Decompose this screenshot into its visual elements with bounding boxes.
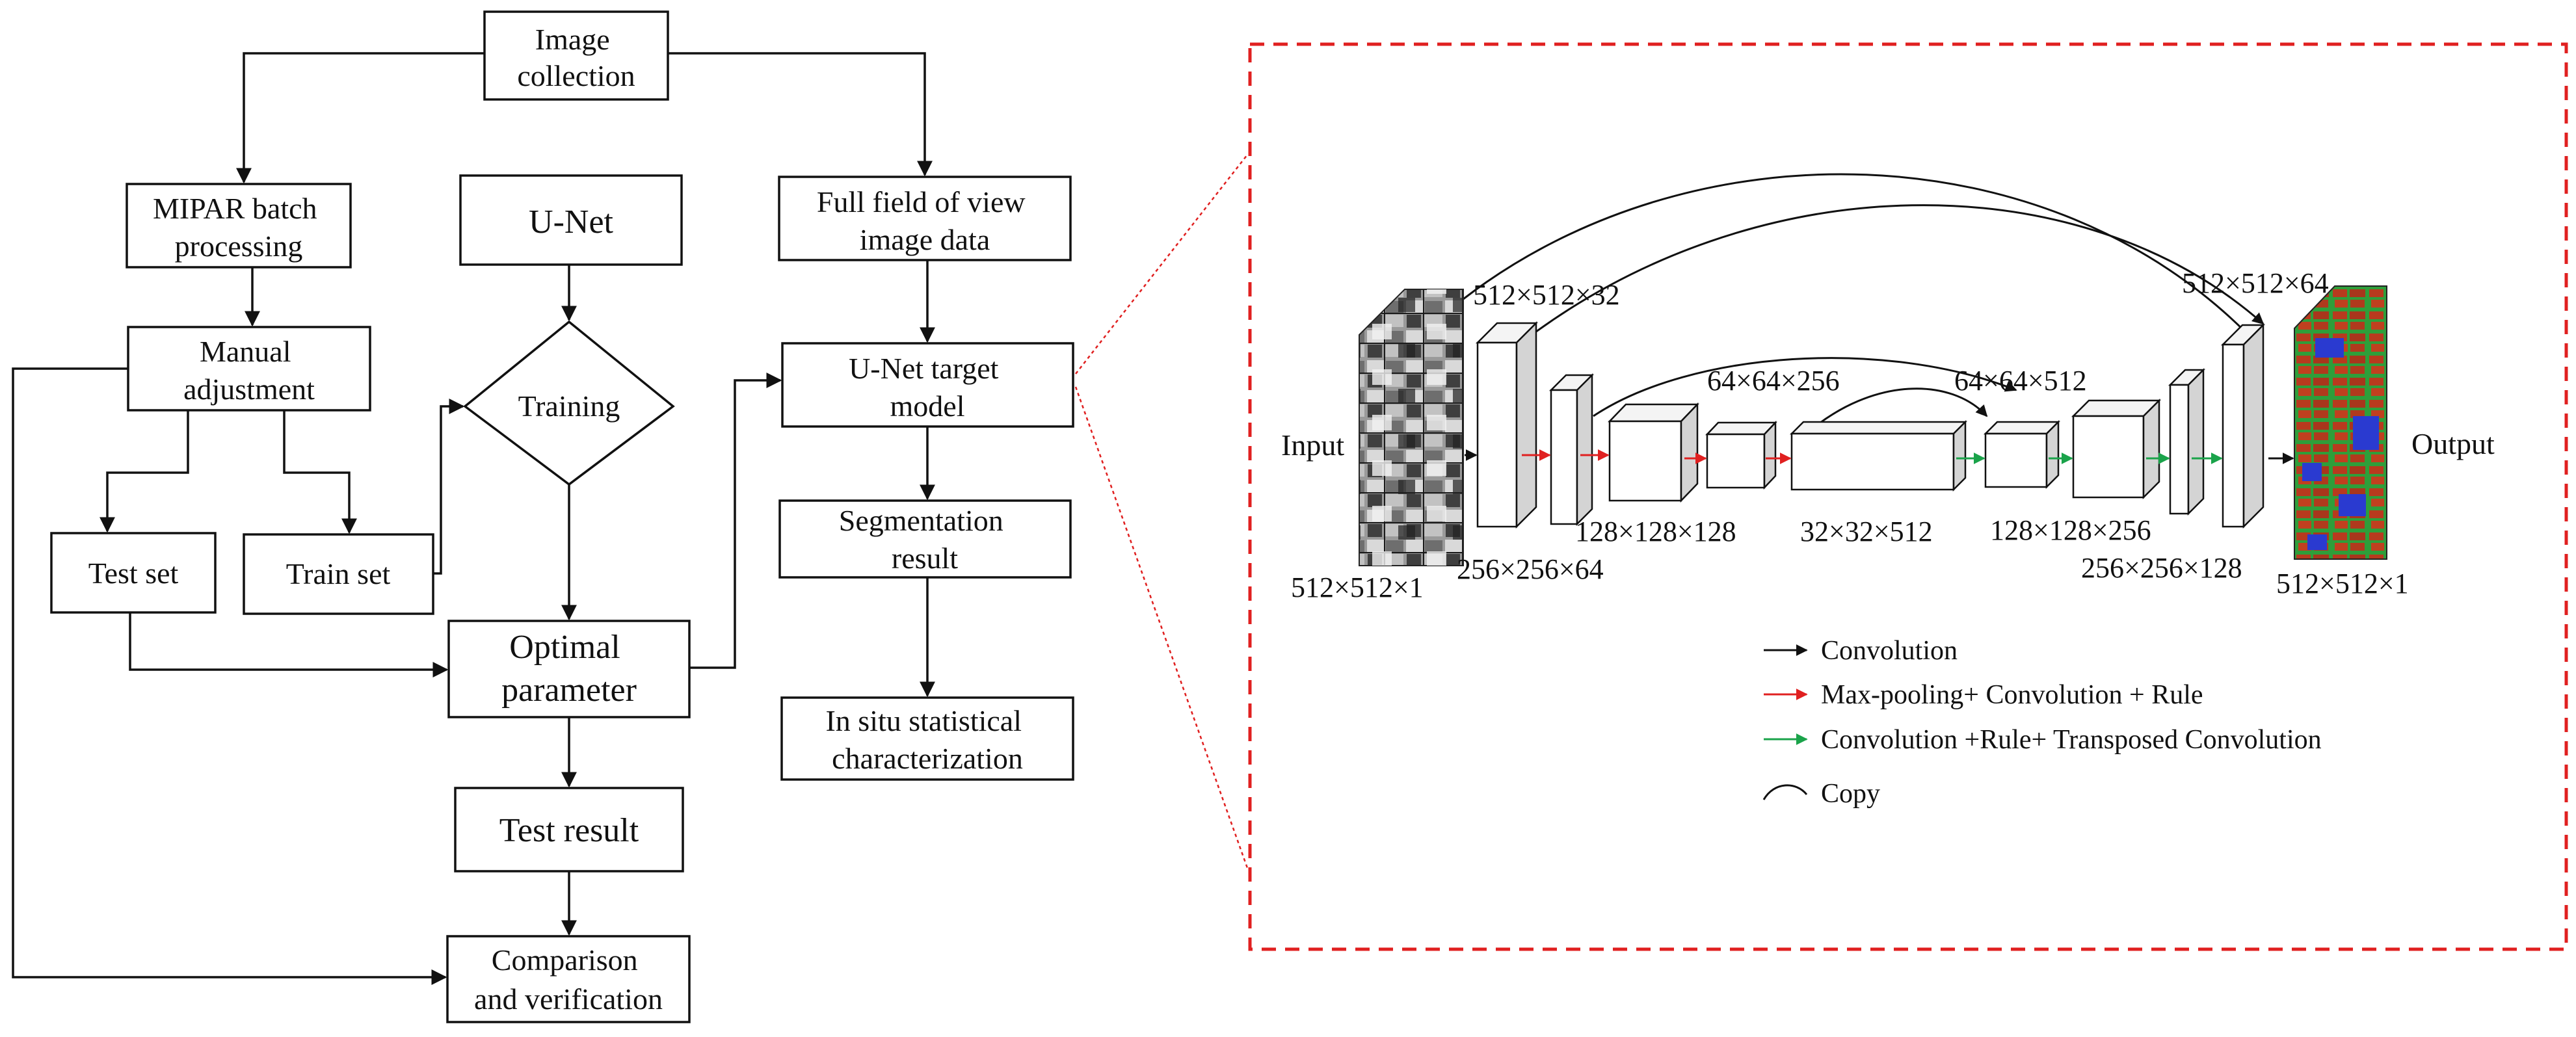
legend-item-transposed: Convolution +Rule+ Transposed Convolutio… (1764, 725, 2322, 755)
train-set-box (243, 533, 434, 615)
dim-input: 512×512×1 (1291, 571, 1424, 603)
legend-label: Copy (1821, 779, 1880, 809)
dim-block-2: 256×256×64 (1457, 553, 1604, 585)
copy-arcs (1463, 173, 2264, 434)
zoom-line-top (1075, 154, 1248, 374)
in-situ-box (780, 696, 1074, 781)
connector-collection-to-fullfield (668, 52, 933, 177)
optimal-parameter-box (447, 620, 691, 718)
copy-arc-4 (1807, 387, 1988, 434)
unet-target-label: U-Net target model (849, 352, 1006, 423)
copy-arc-2 (1463, 173, 2253, 339)
layer-arrows (1465, 449, 2294, 464)
image-collection-box (483, 10, 669, 101)
legend: Convolution Max-pooling+ Convolution + R… (1762, 636, 2322, 809)
test-result-box (454, 787, 684, 873)
train-set-label: Train set (286, 557, 391, 590)
unet-box (459, 174, 683, 266)
dim-block-4: 64×64×256 (1707, 365, 1840, 397)
dim-block-1: 512×512×32 (1473, 279, 1620, 311)
image-collection-label: Image collection (517, 23, 635, 92)
optimal-parameter-label: Optimal parameter (501, 629, 637, 709)
block-7 (2071, 398, 2162, 500)
dim-block-6: 64×64×512 (1954, 365, 2087, 397)
legend-label: Convolution (1821, 636, 1958, 666)
connector-manual-to-testset (100, 410, 189, 533)
connector-testset-to-optimal (129, 612, 449, 677)
connector-manual-to-trainset (283, 410, 357, 534)
block-6 (1983, 419, 2061, 490)
unet-target-box (781, 342, 1074, 428)
full-field-box (778, 176, 1072, 261)
flowchart-connectors (12, 52, 935, 985)
legend-copy-arc (1762, 784, 1808, 800)
mipar-label: MIPAR batch processing (153, 192, 325, 263)
test-set-box (50, 532, 217, 614)
comparison-box (446, 935, 691, 1023)
copy-arc-3 (1593, 357, 2017, 417)
input-image (1359, 289, 1464, 566)
manual-adjustment-label: Manual adjustment (183, 335, 315, 406)
in-situ-label: In situ statistical characterization (825, 704, 1029, 775)
output-label: Output (2411, 427, 2495, 460)
training-label: Training (518, 389, 620, 423)
zoom-line-bottom (1074, 386, 1249, 869)
block-1 (1475, 321, 1539, 529)
copy-arc-1 (1520, 204, 2264, 345)
block-9 (2220, 322, 2266, 529)
test-set-label: Test set (88, 557, 179, 590)
manual-adjustment-box (127, 326, 371, 412)
segmentation-label: Segmentation result (839, 504, 1011, 575)
dim-block-8: 256×256×128 (2081, 552, 2242, 584)
comparison-label: Comparison and verification (474, 943, 663, 1016)
block-2 (1548, 373, 1595, 527)
legend-item-convolution: Convolution (1764, 636, 1958, 666)
connector-trainset-to-training (433, 399, 465, 575)
dim-block-7: 128×128×256 (1990, 514, 2151, 546)
dim-block-3: 128×128×128 (1575, 516, 1736, 547)
legend-item-maxpooling: Max-pooling+ Convolution + Rule (1764, 680, 2203, 710)
dim-output: 512×512×1 (2276, 568, 2409, 599)
legend-label: Max-pooling+ Convolution + Rule (1821, 680, 2203, 710)
block-4 (1705, 420, 1777, 490)
block-3 (1608, 402, 1699, 503)
mipar-box (126, 183, 352, 269)
flowchart: Image collection MIPAR batch processing … (12, 10, 1249, 1023)
full-field-label: Full field of view image data (817, 185, 1033, 256)
dim-block-5: 32×32×512 (1800, 516, 1933, 547)
output-mask (2294, 285, 2387, 560)
unet-detail-panel: Input 512×512×1 (1248, 42, 2568, 951)
dashed-frame (1248, 42, 2568, 951)
block-5 (1789, 419, 1968, 492)
legend-item-copy: Copy (1762, 779, 1880, 809)
input-label: Input (1281, 428, 1344, 462)
segmentation-box (778, 499, 1072, 579)
connector-collection-to-mipar (236, 52, 485, 184)
dim-block-9: 512×512×64 (2182, 267, 2329, 299)
legend-label: Convolution +Rule+ Transposed Convolutio… (1821, 725, 2322, 755)
unet-label: U-Net (529, 203, 614, 241)
connector-manual-to-comparison (12, 367, 447, 985)
connector-optimal-to-target (689, 373, 782, 669)
test-result-label: Test result (499, 812, 639, 849)
block-8 (2168, 367, 2206, 516)
